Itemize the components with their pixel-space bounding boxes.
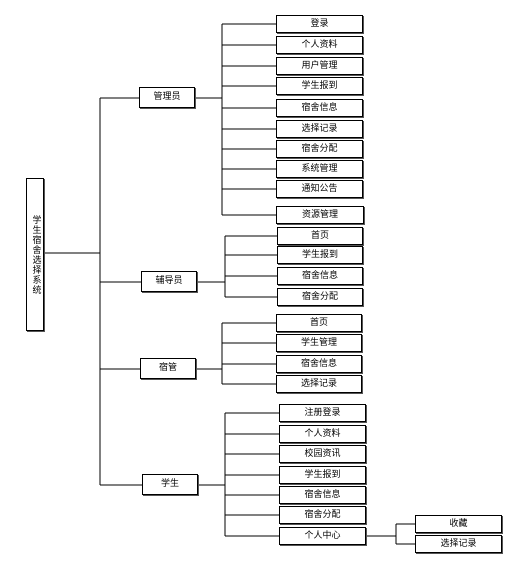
counselor-item-dorm-info: 宿舍信息 xyxy=(277,267,363,285)
dorm-manager-item-student-management: 学生管理 xyxy=(276,334,362,352)
role-node-student: 学生 xyxy=(142,474,198,495)
admin-item-student-checkin: 学生报到 xyxy=(276,77,363,95)
role-node-admin: 管理员 xyxy=(139,87,195,108)
admin-item-announcements: 通知公告 xyxy=(276,180,363,198)
admin-item-dorm-allocation: 宿舍分配 xyxy=(276,140,363,158)
admin-item-selection-records: 选择记录 xyxy=(276,120,363,138)
admin-item-user-management: 用户管理 xyxy=(276,57,363,75)
admin-item-dorm-info: 宿舍信息 xyxy=(276,99,363,117)
role-node-counselor: 辅导员 xyxy=(141,271,197,292)
counselor-item-home: 首页 xyxy=(277,227,363,245)
connector-lines xyxy=(44,23,415,545)
student-item-campus-news: 校园资讯 xyxy=(279,445,366,463)
role-node-dorm-manager: 宿管 xyxy=(140,358,196,379)
student-item-student-checkin: 学生报到 xyxy=(279,466,366,484)
student-item-profile: 个人资料 xyxy=(279,425,366,443)
root-node: 学生宿舍选择系统 xyxy=(26,178,44,331)
student-item-personal-center: 个人中心 xyxy=(279,527,366,545)
admin-item-system-management: 系统管理 xyxy=(276,160,363,178)
dorm-manager-item-dorm-info: 宿舍信息 xyxy=(276,355,362,373)
dorm-manager-item-selection-records: 选择记录 xyxy=(276,375,362,393)
counselor-item-student-checkin: 学生报到 xyxy=(277,246,363,264)
admin-item-login: 登录 xyxy=(276,15,363,33)
dorm-manager-item-home: 首页 xyxy=(276,314,362,332)
counselor-item-dorm-allocation: 宿舍分配 xyxy=(277,288,363,306)
student-item-dorm-allocation: 宿舍分配 xyxy=(279,506,366,524)
admin-item-resource-management: 资源管理 xyxy=(276,206,364,224)
personal-center-item-selection-records: 选择记录 xyxy=(415,535,502,553)
admin-item-profile: 个人资料 xyxy=(276,36,363,54)
personal-center-item-favorites: 收藏 xyxy=(415,515,502,533)
student-item-dorm-info: 宿舍信息 xyxy=(279,486,366,504)
student-item-register-login: 注册登录 xyxy=(279,404,366,422)
